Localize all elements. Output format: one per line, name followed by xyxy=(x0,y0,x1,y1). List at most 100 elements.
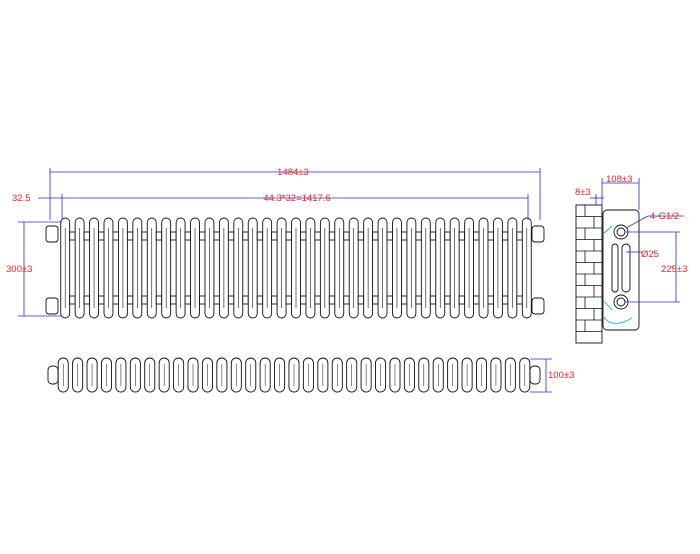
column-connector xyxy=(256,231,264,241)
column-connector xyxy=(314,231,321,241)
overall-width-label: 1484±3 xyxy=(277,167,309,178)
column-connector xyxy=(242,295,249,305)
column-connector xyxy=(98,295,105,305)
column-connector xyxy=(516,295,523,305)
column-connector xyxy=(155,295,163,305)
connection-leader: 4-G1/2 xyxy=(625,211,684,229)
column-connector xyxy=(213,295,220,305)
column-connector xyxy=(112,231,119,241)
connection-label: 4-G1/2 xyxy=(650,211,679,222)
radiator-columns-top xyxy=(47,357,541,393)
column-connector xyxy=(141,295,148,305)
column-connector xyxy=(199,231,206,241)
column-connector xyxy=(429,295,437,305)
column-connector xyxy=(444,295,451,305)
column-connector xyxy=(271,295,278,305)
column-connector xyxy=(400,231,408,241)
column-connector xyxy=(357,231,365,241)
column-connector xyxy=(112,295,119,305)
column-connector xyxy=(285,295,292,305)
pitch-dimension: 44.3*32=1417.6 xyxy=(61,193,529,220)
overall-width-dimension: 1484±3 xyxy=(49,167,541,220)
front-view: 1484±3 44.3*32=1417.6 32.5 300±3 xyxy=(6,167,545,319)
diameter-leader: Ø25 xyxy=(626,249,659,260)
wall-gap-label: 8±3 xyxy=(575,187,591,198)
column-connector xyxy=(458,295,466,305)
radiator-columns-front xyxy=(60,217,532,319)
height-dimension: 300±3 xyxy=(6,221,62,317)
column-connector xyxy=(473,295,480,305)
column-connector xyxy=(328,295,336,305)
top-view: 100±3 xyxy=(47,357,574,393)
column-connector xyxy=(213,231,220,241)
column-connector xyxy=(487,295,494,305)
column-connector xyxy=(444,231,451,241)
brick-wall xyxy=(575,204,603,344)
column-connector xyxy=(501,231,509,241)
column-connector xyxy=(285,231,292,241)
column-connector xyxy=(386,295,393,305)
overall-depth-dimension: 108±3 xyxy=(601,174,640,210)
wall-gap-dimension: 8±3 xyxy=(575,187,604,205)
centers-dimension: 225±3 xyxy=(625,231,687,303)
radiator-side-body xyxy=(602,209,640,331)
connection-stub xyxy=(45,297,59,315)
end-plug xyxy=(47,365,59,385)
column-connector xyxy=(184,295,192,305)
connection-stub xyxy=(531,297,545,315)
column-connector xyxy=(415,231,422,241)
connection-stub xyxy=(45,225,59,243)
column-connector xyxy=(199,295,206,305)
pitch-label: 44.3*32=1417.6 xyxy=(263,193,330,204)
column-connector xyxy=(184,231,192,241)
column-connector xyxy=(227,295,235,305)
column-connector xyxy=(400,295,408,305)
column-connector xyxy=(300,231,307,241)
column-connector xyxy=(69,231,76,241)
column-connector xyxy=(343,295,350,305)
column-connector xyxy=(242,231,249,241)
column-connector xyxy=(458,231,466,241)
brick-courses xyxy=(576,205,602,332)
column-connector xyxy=(126,231,134,241)
column-connector xyxy=(126,295,134,305)
column-connector xyxy=(170,295,177,305)
column-connector xyxy=(415,295,422,305)
column-connector xyxy=(170,231,177,241)
column-connector xyxy=(516,231,523,241)
diameter-label: Ø25 xyxy=(641,249,659,260)
column-connector xyxy=(98,231,105,241)
column-connector xyxy=(343,231,350,241)
connection-stub xyxy=(531,225,545,243)
column-connector xyxy=(328,231,336,241)
column-connector xyxy=(372,295,379,305)
offset-dimension: 32.5 xyxy=(12,193,62,204)
column-connector xyxy=(300,295,307,305)
connection-stubs xyxy=(45,225,545,315)
overall-depth-label: 108±3 xyxy=(606,174,632,185)
column-connector xyxy=(83,295,91,305)
column-connector xyxy=(314,295,321,305)
column-connector xyxy=(487,231,494,241)
column-connector xyxy=(69,295,76,305)
column-connector xyxy=(141,231,148,241)
side-view: 108±3 8±3 4-G1/2 Ø25 225±3 xyxy=(575,174,687,344)
column-connector xyxy=(357,295,365,305)
column-connector xyxy=(501,295,509,305)
column-connector xyxy=(155,231,163,241)
height-label: 300±3 xyxy=(6,264,32,275)
centers-label: 225±3 xyxy=(661,264,687,275)
depth-dimension: 100±3 xyxy=(530,358,574,393)
end-plug xyxy=(529,365,541,385)
column-connector xyxy=(271,231,278,241)
column-connector xyxy=(372,231,379,241)
column-connector xyxy=(429,231,437,241)
column-connector xyxy=(386,231,393,241)
column-connector xyxy=(256,295,264,305)
depth-label: 100±3 xyxy=(548,370,574,381)
column-connector xyxy=(83,231,91,241)
column-connector xyxy=(473,231,480,241)
column-connector xyxy=(227,231,235,241)
offset-label: 32.5 xyxy=(12,193,31,204)
